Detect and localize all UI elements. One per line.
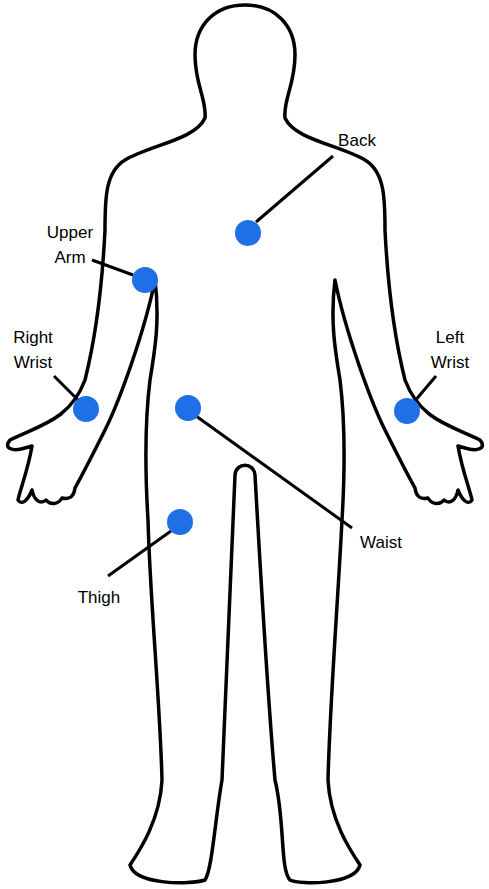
leader-lines <box>54 156 436 576</box>
location-label: Waist <box>351 530 411 556</box>
location-label: Left Wrist <box>420 325 480 376</box>
sensor-dot <box>132 267 158 293</box>
sensor-dot <box>167 509 193 535</box>
leader-line <box>256 156 333 222</box>
location-label: Back <box>327 128 387 154</box>
body-outline <box>8 5 483 883</box>
sensor-dot <box>73 396 99 422</box>
leader-line <box>196 416 352 528</box>
sensor-dot <box>235 220 261 246</box>
sensor-dot <box>394 398 420 424</box>
sensor-dot <box>175 395 201 421</box>
location-label: Right Wrist <box>3 325 63 376</box>
leader-line <box>414 376 436 402</box>
location-label: Upper Arm <box>40 220 100 271</box>
leader-line <box>92 260 133 275</box>
leader-line <box>54 376 79 401</box>
leader-line <box>108 531 171 576</box>
sensor-dots <box>73 220 420 535</box>
location-label: Thigh <box>69 585 129 611</box>
